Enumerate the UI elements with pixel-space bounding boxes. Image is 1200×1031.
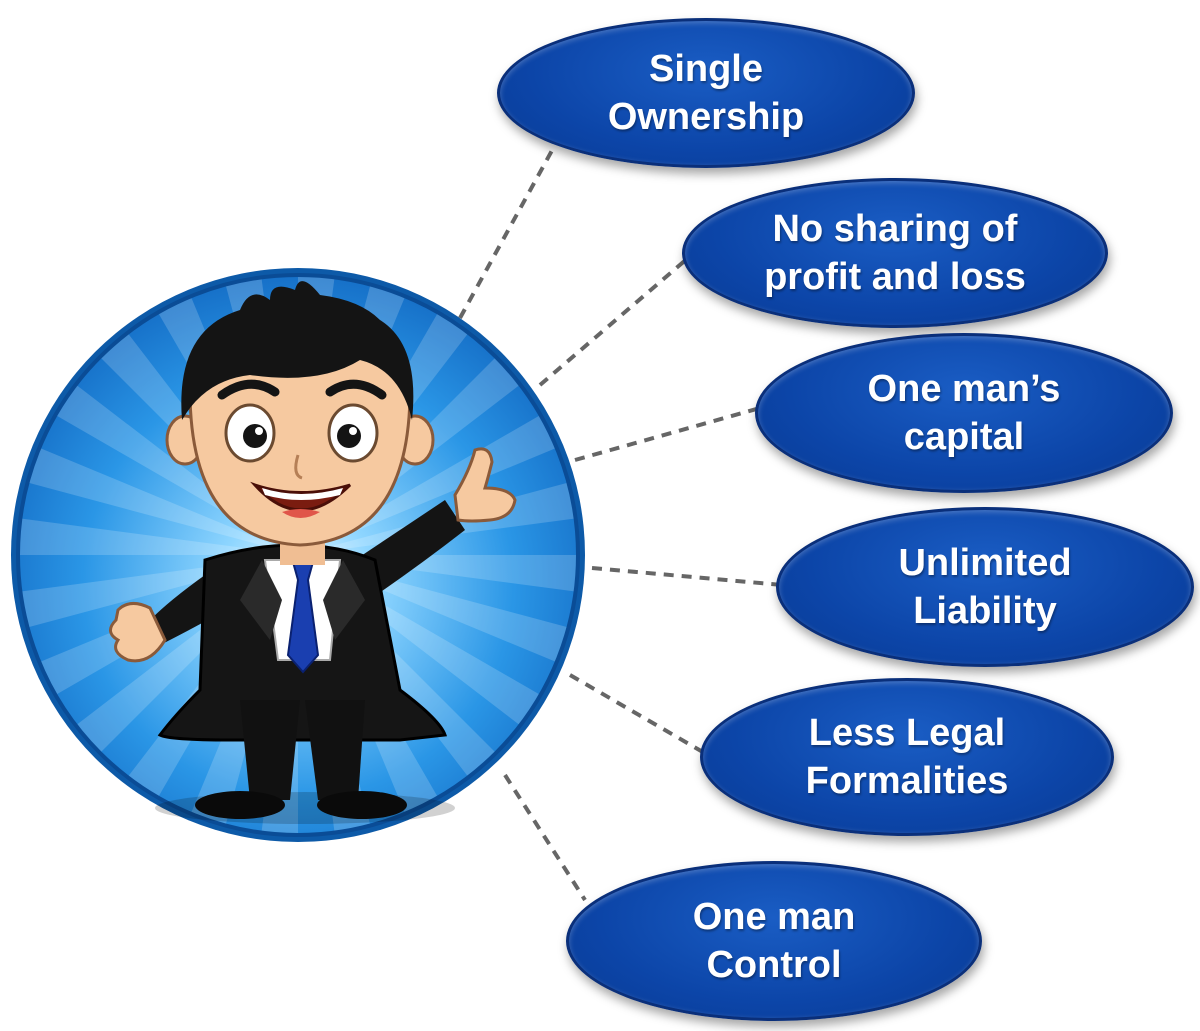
- sunburst-ray: [18, 432, 298, 555]
- feature-label: Less Legal Formalities: [805, 712, 1009, 802]
- feature-bubble-single-ownership: Single Ownership: [497, 18, 915, 168]
- feature-bubble-no-sharing: No sharing of profit and loss: [682, 178, 1108, 328]
- feature-label: One man’s capital: [867, 368, 1061, 458]
- feature-label: One man Control: [692, 896, 856, 986]
- connector-one-man-control: [503, 773, 587, 902]
- connector-single-ownership: [458, 144, 557, 319]
- feature-label: No sharing of profit and loss: [764, 208, 1026, 298]
- sunburst-ray: [18, 513, 298, 555]
- connector-one-mans-capital: [574, 406, 761, 462]
- feature-label: Single Ownership: [607, 48, 805, 138]
- feature-label: Unlimited Liability: [898, 542, 1072, 632]
- connector-no-sharing: [538, 256, 690, 387]
- connector-less-legal: [568, 673, 710, 757]
- feature-bubble-less-legal-formalities: Less Legal Formalities: [700, 678, 1114, 836]
- businessman-icon: [109, 281, 517, 824]
- connector-lines: [458, 144, 783, 902]
- feature-bubble-unlimited-liability: Unlimited Liability: [776, 507, 1194, 667]
- connector-unlimited-liability: [591, 566, 783, 587]
- feature-bubble-one-man-control: One man Control: [566, 861, 982, 1021]
- feature-bubble-one-mans-capital: One man’s capital: [755, 333, 1173, 493]
